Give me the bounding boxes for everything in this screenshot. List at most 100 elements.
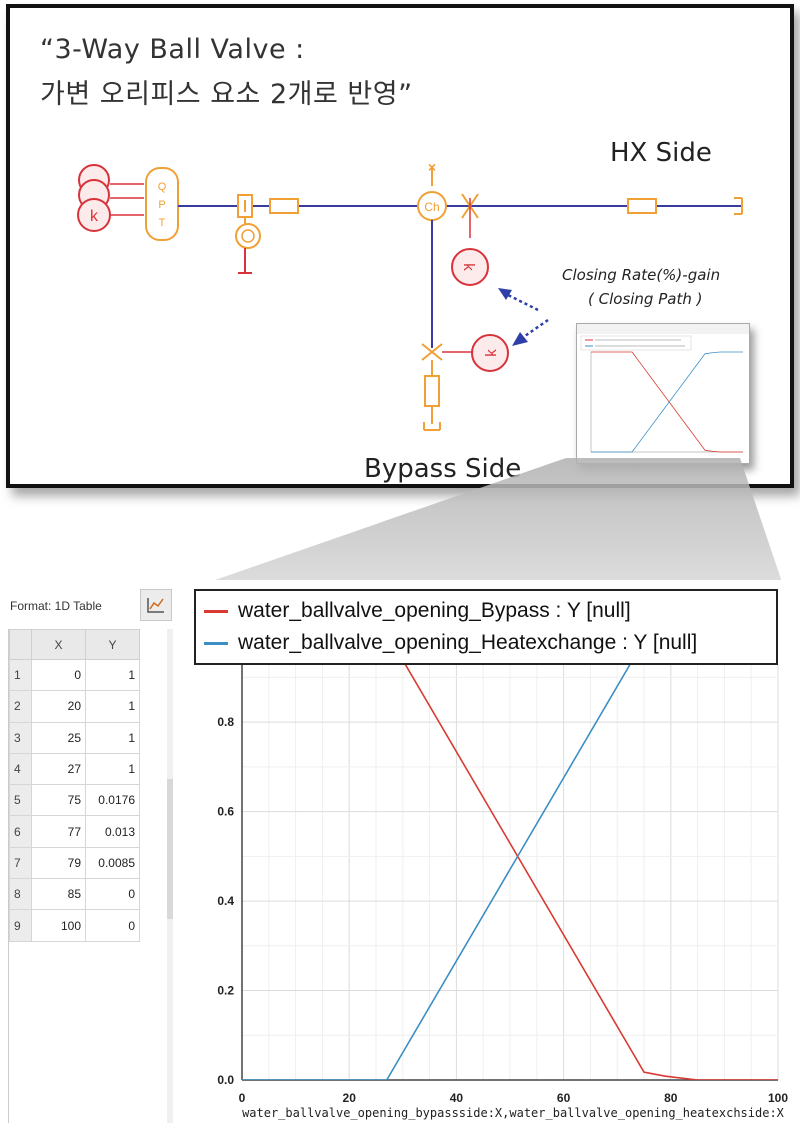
row-index: 1 (9, 658, 32, 692)
signal-arrows (498, 288, 549, 346)
cell-y[interactable]: 0.0176 (85, 784, 140, 817)
format-label: Format: 1D Table (10, 599, 102, 613)
pipe-segment-bypass[interactable] (424, 375, 440, 407)
svg-text:Q: Q (158, 181, 167, 193)
legend-label-heatexchange: water_ballvalve_opening_Heatexchange : Y… (238, 631, 698, 654)
qpt-sensor[interactable]: Q P T (145, 167, 179, 241)
line-chart-icon (147, 598, 164, 613)
cell-x[interactable]: 0 (31, 658, 86, 692)
closing-path-caption: ( Closing Path ) (588, 290, 703, 308)
legend-swatch-heatexchange (204, 641, 228, 645)
cell-x[interactable]: 79 (31, 846, 86, 880)
cell-x[interactable]: 85 (31, 878, 86, 911)
junction-ch[interactable]: × Ch (417, 159, 447, 221)
opening-chart: 0 20 40 60 80 100 0.0 0.2 0.4 0.6 0.8 water_ballva… (176, 580, 796, 1123)
diagram-title-line2: 가변 오리피스 요소 2개로 반영” (40, 79, 413, 110)
x-tick-label: 20 (343, 1091, 357, 1105)
diagram-title-line1: “3-Way Ball Valve : (40, 34, 305, 65)
chart-series (242, 633, 778, 1080)
x-tick-label: 80 (664, 1091, 678, 1105)
y-tick-label: 0.0 (217, 1073, 234, 1087)
y-tick-label: 0.4 (217, 894, 234, 908)
cell-x[interactable]: 100 (31, 909, 86, 942)
cell-y[interactable]: 0.013 (85, 815, 140, 848)
row-index: 5 (9, 784, 32, 817)
cell-x[interactable]: 77 (31, 815, 86, 848)
thumb-series-heatexchange (591, 351, 743, 453)
x-tick-label: 40 (450, 1091, 464, 1105)
y-tick-label: 0.2 (217, 984, 234, 998)
row-index: 4 (9, 752, 32, 786)
cell-y[interactable]: 1 (85, 690, 140, 723)
pipe-segment-inlet[interactable] (269, 198, 299, 214)
svg-text:×: × (428, 159, 436, 175)
row-index: 8 (9, 878, 32, 911)
cell-y[interactable]: 0 (85, 878, 140, 911)
row-index: 6 (9, 815, 32, 848)
closing-rate-caption: Closing Rate(%)-gain (562, 266, 721, 284)
y-tick-label: 0.6 (217, 805, 234, 819)
hx-gain-block[interactable]: k (451, 248, 489, 286)
bypass-orifice-valve[interactable] (421, 343, 472, 361)
cell-y[interactable]: 1 (85, 658, 140, 692)
cell-x[interactable]: 75 (31, 784, 86, 817)
cell-x[interactable]: 27 (31, 752, 86, 786)
bypass-gain-block[interactable]: k (471, 334, 509, 372)
svg-text:T: T (159, 217, 166, 229)
x-axis-label: water_ballvalve_opening_bypassside:X,wat… (242, 1106, 785, 1120)
x-tick-label: 100 (768, 1091, 788, 1105)
chart-view-button[interactable] (140, 589, 172, 621)
cell-y[interactable]: 0.0085 (85, 846, 140, 880)
row-index: 2 (9, 690, 32, 723)
cell-y[interactable]: 0 (85, 909, 140, 942)
bypass-outlet[interactable] (423, 406, 441, 431)
legend-item-heatexchange[interactable]: water_ballvalve_opening_Heatexchange : Y… (204, 631, 697, 655)
svg-text:k: k (460, 263, 477, 271)
row-index: 7 (9, 846, 32, 880)
table-scrollbar[interactable] (167, 629, 173, 1123)
valve-schematic: k Q P T (77, 159, 743, 431)
svg-text:Ch: Ch (424, 200, 439, 214)
pump-block[interactable] (235, 194, 261, 274)
column-header-x[interactable]: X (31, 629, 86, 660)
closing-rate-thumbnail[interactable] (576, 323, 750, 464)
pipe-segment-hx[interactable] (627, 198, 657, 214)
row-index: 9 (9, 909, 32, 942)
x-tick-label: 60 (557, 1091, 571, 1105)
cell-x[interactable]: 25 (31, 721, 86, 754)
series-line-bypass[interactable] (242, 633, 778, 1080)
hx-orifice-valve[interactable] (461, 193, 479, 238)
row-index: 3 (9, 721, 32, 754)
thumb-series-bypass (591, 351, 743, 453)
source-block[interactable]: k (77, 164, 144, 232)
scrollbar-thumb[interactable] (167, 779, 173, 919)
chart-grid (241, 664, 779, 1081)
svg-text:P: P (158, 199, 165, 211)
legend-swatch-bypass (204, 609, 228, 613)
cell-y[interactable]: 1 (85, 752, 140, 786)
legend-item-bypass[interactable]: water_ballvalve_opening_Bypass : Y [null… (204, 599, 631, 623)
column-header-y[interactable]: Y (85, 629, 140, 660)
hx-side-label: HX Side (610, 138, 712, 168)
corner-header (9, 629, 32, 660)
chart-legend: water_ballvalve_opening_Bypass : Y [null… (194, 589, 778, 665)
hx-outlet[interactable] (734, 197, 743, 215)
legend-label-bypass: water_ballvalve_opening_Bypass : Y [null… (238, 599, 631, 622)
x-tick-label: 0 (239, 1091, 246, 1105)
y-tick-label: 0.8 (217, 715, 234, 729)
cell-x[interactable]: 20 (31, 690, 86, 723)
thumbnail-chart (577, 324, 749, 453)
cell-y[interactable]: 1 (85, 721, 140, 754)
